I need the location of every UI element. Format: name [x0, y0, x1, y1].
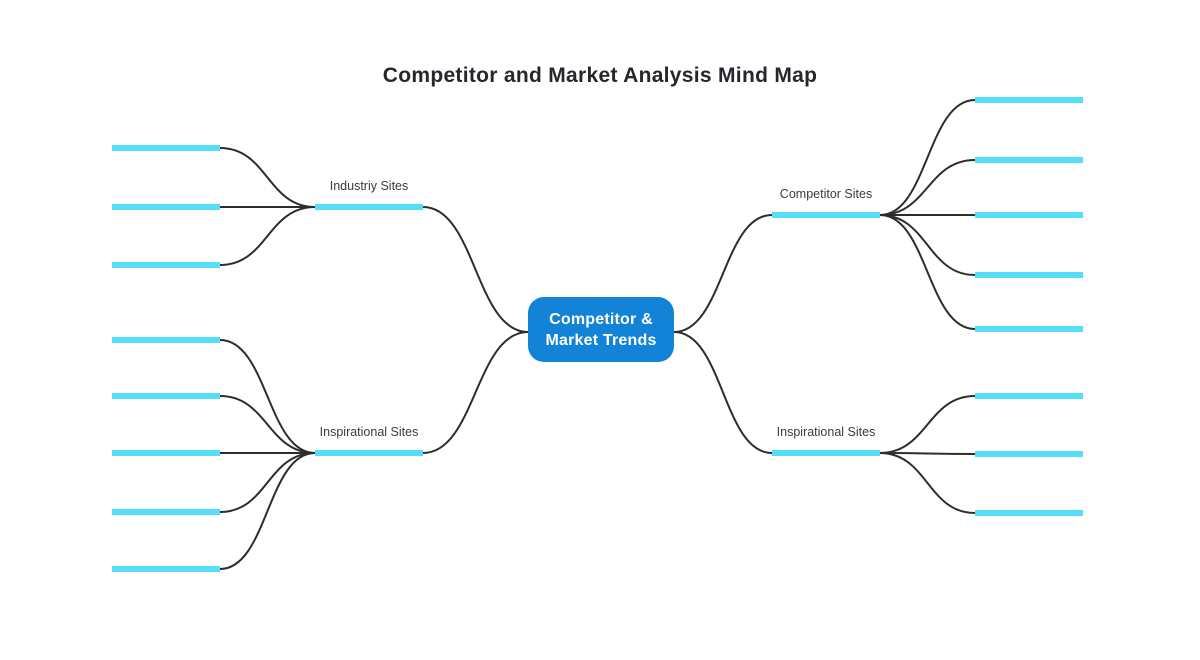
- connector-line: [673, 331, 773, 454]
- central-node-label-line2: Market Trends: [545, 331, 657, 349]
- branch-label-inspirational-sites-left[interactable]: Inspirational Sites: [319, 425, 419, 439]
- leaf-node-bar[interactable]: [112, 450, 220, 456]
- leaf-node-bar[interactable]: [975, 97, 1083, 103]
- leaf-node-bar[interactable]: [112, 145, 220, 151]
- connector-line: [879, 395, 976, 454]
- connector-line: [879, 214, 976, 330]
- connector-line: [673, 214, 773, 333]
- branch-label-industriy-sites[interactable]: Industriy Sites: [329, 179, 409, 193]
- leaf-node-bar[interactable]: [112, 337, 220, 343]
- leaf-node-bar[interactable]: [975, 451, 1083, 457]
- connector-line: [219, 147, 316, 208]
- connector-line: [219, 339, 316, 454]
- connector-line: [879, 214, 976, 276]
- connector-line: [219, 452, 316, 570]
- branch-node-bar-industriy-sites[interactable]: [315, 204, 423, 210]
- leaf-node-bar[interactable]: [112, 509, 220, 515]
- central-node-label-line1: Competitor &: [549, 310, 653, 328]
- branch-label-competitor-sites[interactable]: Competitor Sites: [779, 187, 873, 201]
- leaf-node-bar[interactable]: [975, 272, 1083, 278]
- connector-line: [879, 99, 976, 216]
- connector-line: [219, 206, 316, 266]
- connector-line: [219, 452, 316, 513]
- leaf-node-bar[interactable]: [975, 393, 1083, 399]
- branch-node-bar-competitor-sites[interactable]: [772, 212, 880, 218]
- leaf-node-bar[interactable]: [112, 393, 220, 399]
- central-node[interactable]: Competitor & Market Trends: [528, 297, 674, 362]
- leaf-node-bar[interactable]: [112, 262, 220, 268]
- connector-line: [879, 452, 976, 514]
- diagram-title: Competitor and Market Analysis Mind Map: [382, 64, 818, 87]
- leaf-node-bar[interactable]: [975, 326, 1083, 332]
- leaf-node-bar[interactable]: [975, 157, 1083, 163]
- leaf-node-bar[interactable]: [112, 204, 220, 210]
- branch-node-bar-inspirational-sites-left[interactable]: [315, 450, 423, 456]
- connector-line: [219, 395, 316, 454]
- leaf-node-bar[interactable]: [975, 212, 1083, 218]
- leaf-node-bar[interactable]: [112, 566, 220, 572]
- connector-line: [422, 331, 529, 454]
- connector-line: [879, 159, 976, 216]
- connector-line: [422, 206, 529, 333]
- connector-line: [879, 452, 976, 455]
- branch-label-inspirational-sites-right[interactable]: Inspirational Sites: [776, 425, 876, 439]
- leaf-node-bar[interactable]: [975, 510, 1083, 516]
- branch-node-bar-inspirational-sites-right[interactable]: [772, 450, 880, 456]
